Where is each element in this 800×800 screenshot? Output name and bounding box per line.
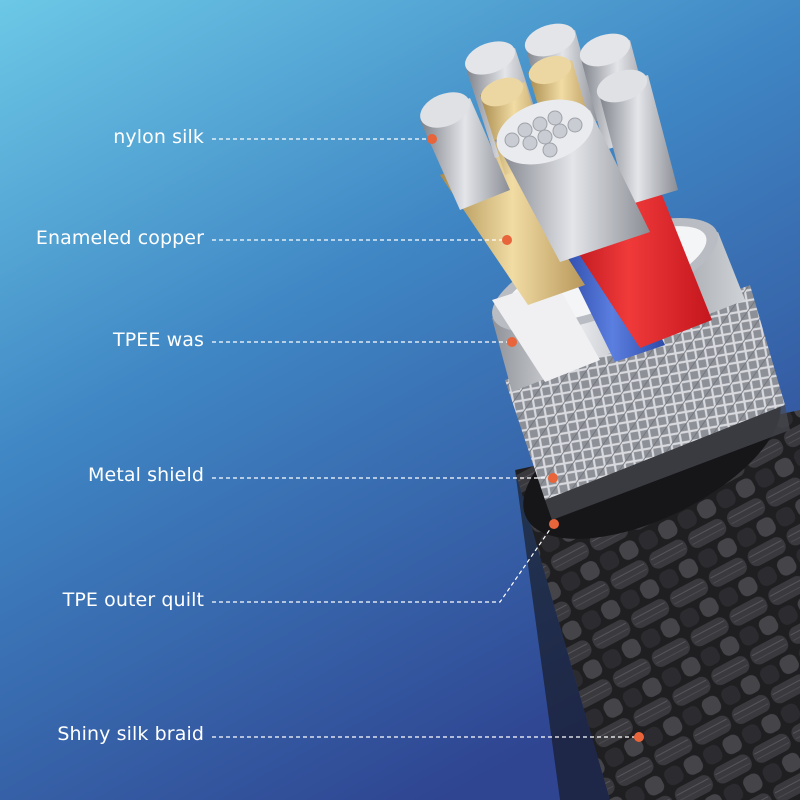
marker-enameled-copper <box>502 235 512 245</box>
marker-metal-shield <box>548 473 558 483</box>
marker-shiny-silk-braid <box>634 732 644 742</box>
marker-tpee <box>507 337 517 347</box>
label-tpee: TPEE was <box>113 329 204 351</box>
label-metal-shield: Metal shield <box>88 464 204 486</box>
metal-shield-mesh <box>505 285 785 500</box>
leader-lines <box>212 138 637 738</box>
leader-tpe-outer-quilt <box>212 524 554 603</box>
braided-jacket-shade <box>515 470 610 800</box>
marker-tpe-outer-quilt <box>549 519 559 529</box>
label-tpe-outer-quilt: TPE outer quilt <box>62 589 204 611</box>
label-enameled-copper: Enameled copper <box>35 227 204 249</box>
marker-dots <box>427 134 644 742</box>
silver-strands-right <box>598 75 678 205</box>
white-insulation <box>492 280 600 382</box>
label-shiny-silk-braid: Shiny silk braid <box>57 723 204 745</box>
marker-nylon-silk <box>427 134 437 144</box>
label-nylon-silk: nylon silk <box>113 126 204 148</box>
